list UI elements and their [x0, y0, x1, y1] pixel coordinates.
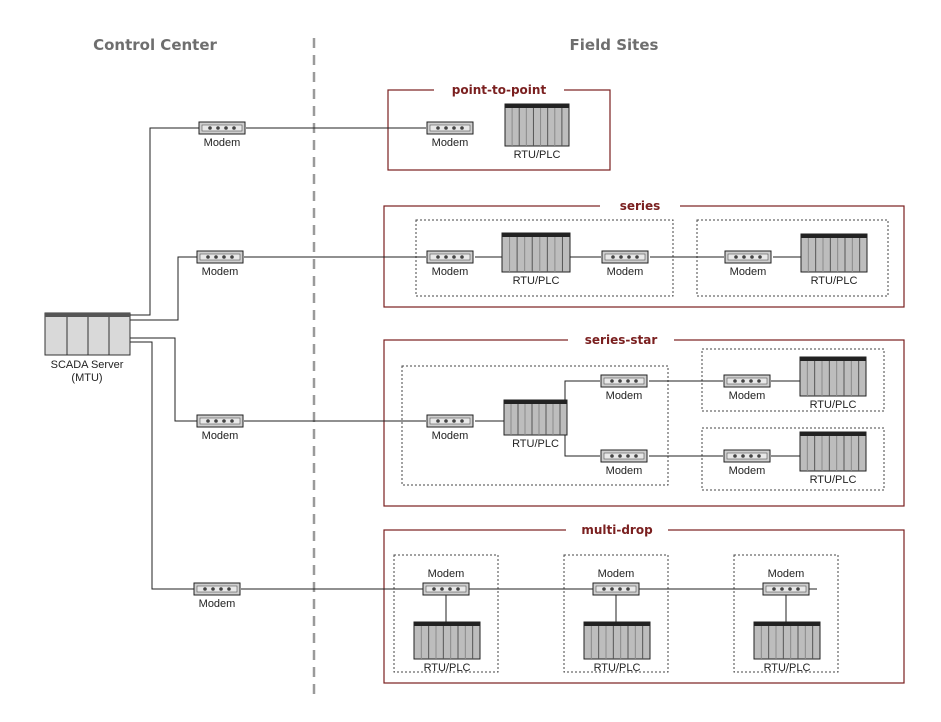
rtu-plc: RTU/PLC [753, 621, 821, 674]
rtu-plc: RTU/PLC [799, 431, 867, 486]
modem-label: Modem [199, 598, 236, 610]
modem: Modem [426, 414, 474, 442]
rtu-plc: RTU/PLC [799, 356, 867, 411]
header-field-sites: Field Sites [570, 36, 659, 54]
rtu-label: RTU/PLC [512, 438, 559, 450]
group-title: multi-drop [581, 523, 653, 537]
rtu-label: RTU/PLC [810, 474, 857, 486]
modem-label: Modem [607, 266, 644, 278]
modem: Modem [600, 449, 648, 477]
modem: Modem [426, 250, 474, 278]
rtu-plc: RTU/PLC [501, 232, 571, 287]
group-title: point-to-point [452, 83, 547, 97]
rtu-plc: RTU/PLC [800, 233, 868, 287]
group-title: series [620, 199, 661, 213]
rtu-plc: RTU/PLC [413, 621, 481, 674]
modem: Modem [723, 374, 771, 402]
modem-label: Modem [730, 266, 767, 278]
rtu-plc: RTU/PLC [583, 621, 651, 674]
server-sublabel: (MTU) [71, 372, 102, 384]
modem: Modem [600, 374, 648, 402]
modem: Modem [193, 582, 241, 610]
modem: Modem [762, 568, 810, 596]
group-title: series-star [585, 333, 658, 347]
modem-label: Modem [606, 465, 643, 477]
inner-boxes [393, 219, 889, 673]
modem: Modem [422, 568, 470, 596]
rtu-label: RTU/PLC [810, 399, 857, 411]
rtu-label: RTU/PLC [811, 275, 858, 287]
rtu-label: RTU/PLC [514, 149, 561, 161]
server-label: SCADA Server [51, 359, 124, 371]
modem: Modem [196, 250, 244, 278]
rtu-label: RTU/PLC [424, 662, 471, 674]
header-control-center: Control Center [93, 36, 217, 54]
scada-server [44, 312, 131, 356]
rtu-plc: RTU/PLC [504, 103, 570, 161]
rtu-label: RTU/PLC [513, 275, 560, 287]
modem-label: Modem [729, 390, 766, 402]
modem: Modem [426, 121, 474, 149]
group-series-star: series-star [383, 331, 905, 507]
modem-label: Modem [768, 568, 805, 580]
modem: Modem [723, 449, 771, 477]
group-point-to-point: point-to-point [387, 81, 611, 171]
modem: Modem [198, 121, 246, 149]
group-multi-drop: multi-drop [383, 521, 905, 684]
modem-label: Modem [204, 137, 241, 149]
devices: ModemModemModemModemModemRTU/PLCModemRTU… [193, 103, 868, 674]
modem: Modem [592, 568, 640, 596]
modem-label: Modem [729, 465, 766, 477]
modem-label: Modem [432, 266, 469, 278]
modem-label: Modem [428, 568, 465, 580]
rtu-label: RTU/PLC [764, 662, 811, 674]
modem-label: Modem [598, 568, 635, 580]
modem: Modem [724, 250, 772, 278]
wiring [130, 127, 817, 622]
rtu-label: RTU/PLC [594, 662, 641, 674]
modem-label: Modem [202, 266, 239, 278]
modem: Modem [196, 414, 244, 442]
group-series: series [383, 197, 905, 308]
modem-label: Modem [432, 137, 469, 149]
modem: Modem [601, 250, 649, 278]
modem-label: Modem [432, 430, 469, 442]
rtu-plc: RTU/PLC [503, 399, 568, 450]
modem-label: Modem [606, 390, 643, 402]
modem-label: Modem [202, 430, 239, 442]
